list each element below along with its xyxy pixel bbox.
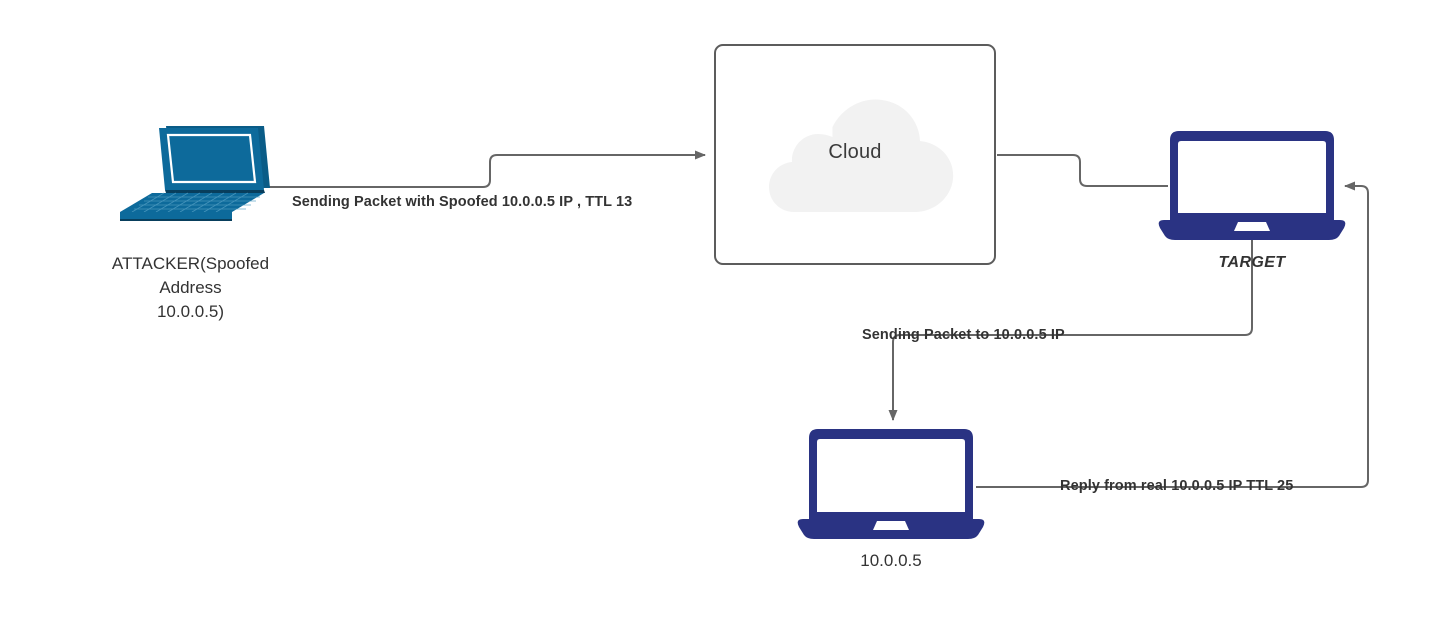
edge-cloud-to-target [997, 154, 1168, 187]
edge-target-to-victim [888, 240, 1253, 421]
edge-label-victim-to-target: Reply from real 10.0.0.5 IP TTL 25 [1060, 478, 1294, 494]
attacker-caption-line2: Address [159, 278, 222, 297]
edge-victim-to-target [976, 181, 1369, 488]
victim-caption: 10.0.0.5 [860, 551, 922, 570]
cloud-icon [769, 99, 954, 212]
isometric-laptop-icon[interactable] [108, 122, 278, 222]
edge-attacker-to-cloud [266, 150, 706, 188]
target-laptop-icon[interactable] [1156, 126, 1348, 246]
victim-laptop-icon[interactable] [795, 424, 987, 546]
attacker-caption-line1: ATTACKER(Spoofed [111, 254, 270, 273]
target-caption: TARGET [1218, 254, 1286, 271]
attacker-caption-line3: 10.0.0.5) [156, 302, 225, 321]
cloud-label: Cloud [828, 141, 882, 163]
attacker-caption: ATTACKER(Spoofed Address 10.0.0.5) [58, 252, 323, 324]
edge-label-attacker-to-cloud: Sending Packet with Spoofed 10.0.0.5 IP … [292, 194, 633, 210]
edge-label-target-to-victim: Sending Packet to 10.0.0.5 IP [862, 327, 1065, 343]
